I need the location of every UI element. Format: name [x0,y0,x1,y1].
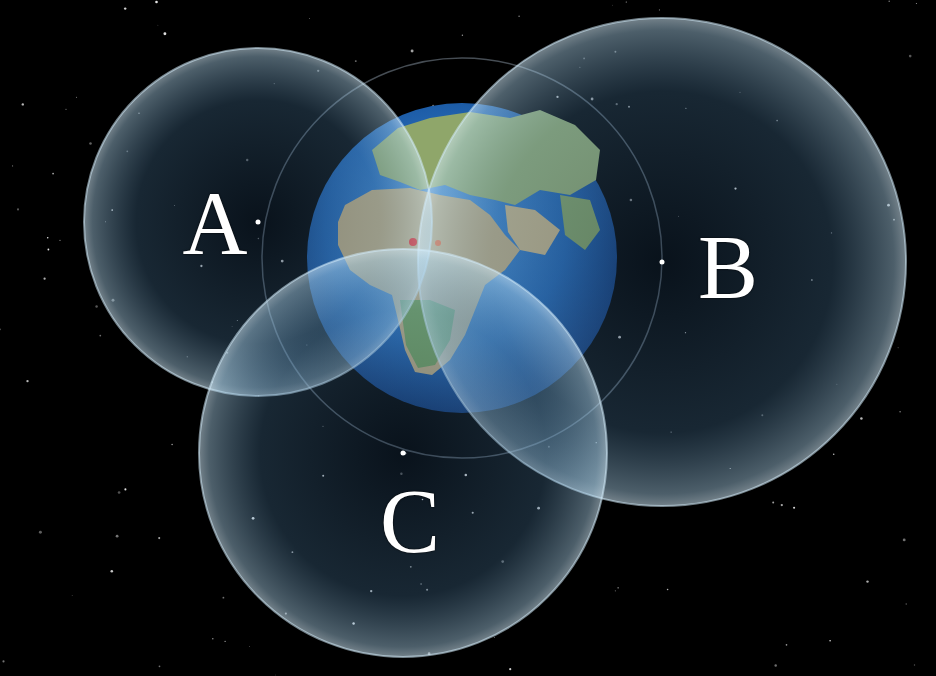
star [71,595,73,597]
star [22,103,24,105]
star [897,347,899,349]
star [66,109,67,110]
star [355,60,357,62]
star [2,660,4,662]
star [52,173,54,175]
star [626,1,627,2]
star [155,1,158,4]
star [659,9,660,10]
star [163,32,166,35]
satellite-sphere: C [198,248,608,658]
satellite-dot [660,260,665,265]
star [89,142,92,145]
star [159,665,161,667]
star [772,501,774,503]
stars [0,0,917,675]
star [47,249,49,251]
star [866,580,868,582]
star [774,664,776,666]
star [899,411,901,413]
satellite-label: A [183,179,248,269]
star [212,638,214,640]
sphere-outline [198,248,608,658]
star [249,646,251,648]
star [518,16,520,18]
star [43,278,45,280]
star [157,24,159,26]
star [909,55,912,58]
star [786,644,788,646]
star [224,641,225,642]
satellite-label: C [380,477,440,567]
star [111,570,114,573]
star [26,380,28,382]
star [17,208,19,210]
star [124,488,126,490]
star [916,3,917,4]
star [95,305,97,307]
star [462,34,463,35]
star [76,97,77,98]
star [158,537,160,539]
star [275,674,277,676]
star [829,640,831,642]
star [906,603,907,604]
star [116,535,119,538]
star [793,507,795,509]
star [888,0,890,2]
star [59,240,60,241]
star [833,454,835,456]
star [914,664,915,665]
star [612,4,614,6]
star [509,668,511,670]
star [0,328,1,330]
star [781,504,783,506]
star [617,587,618,588]
star [667,589,669,591]
star [411,50,414,53]
satellite-dot [256,220,261,225]
sphere [199,249,607,657]
star [47,237,49,239]
star [12,165,13,166]
star [171,444,172,445]
star [118,491,121,494]
star [99,335,101,337]
star [308,18,310,20]
star [860,417,863,420]
satellite-dot [401,451,406,456]
star [615,590,616,591]
star [903,538,906,541]
star [494,637,495,638]
star [222,597,224,599]
star [39,531,42,534]
satellite-label: B [698,223,758,313]
star [124,7,126,9]
